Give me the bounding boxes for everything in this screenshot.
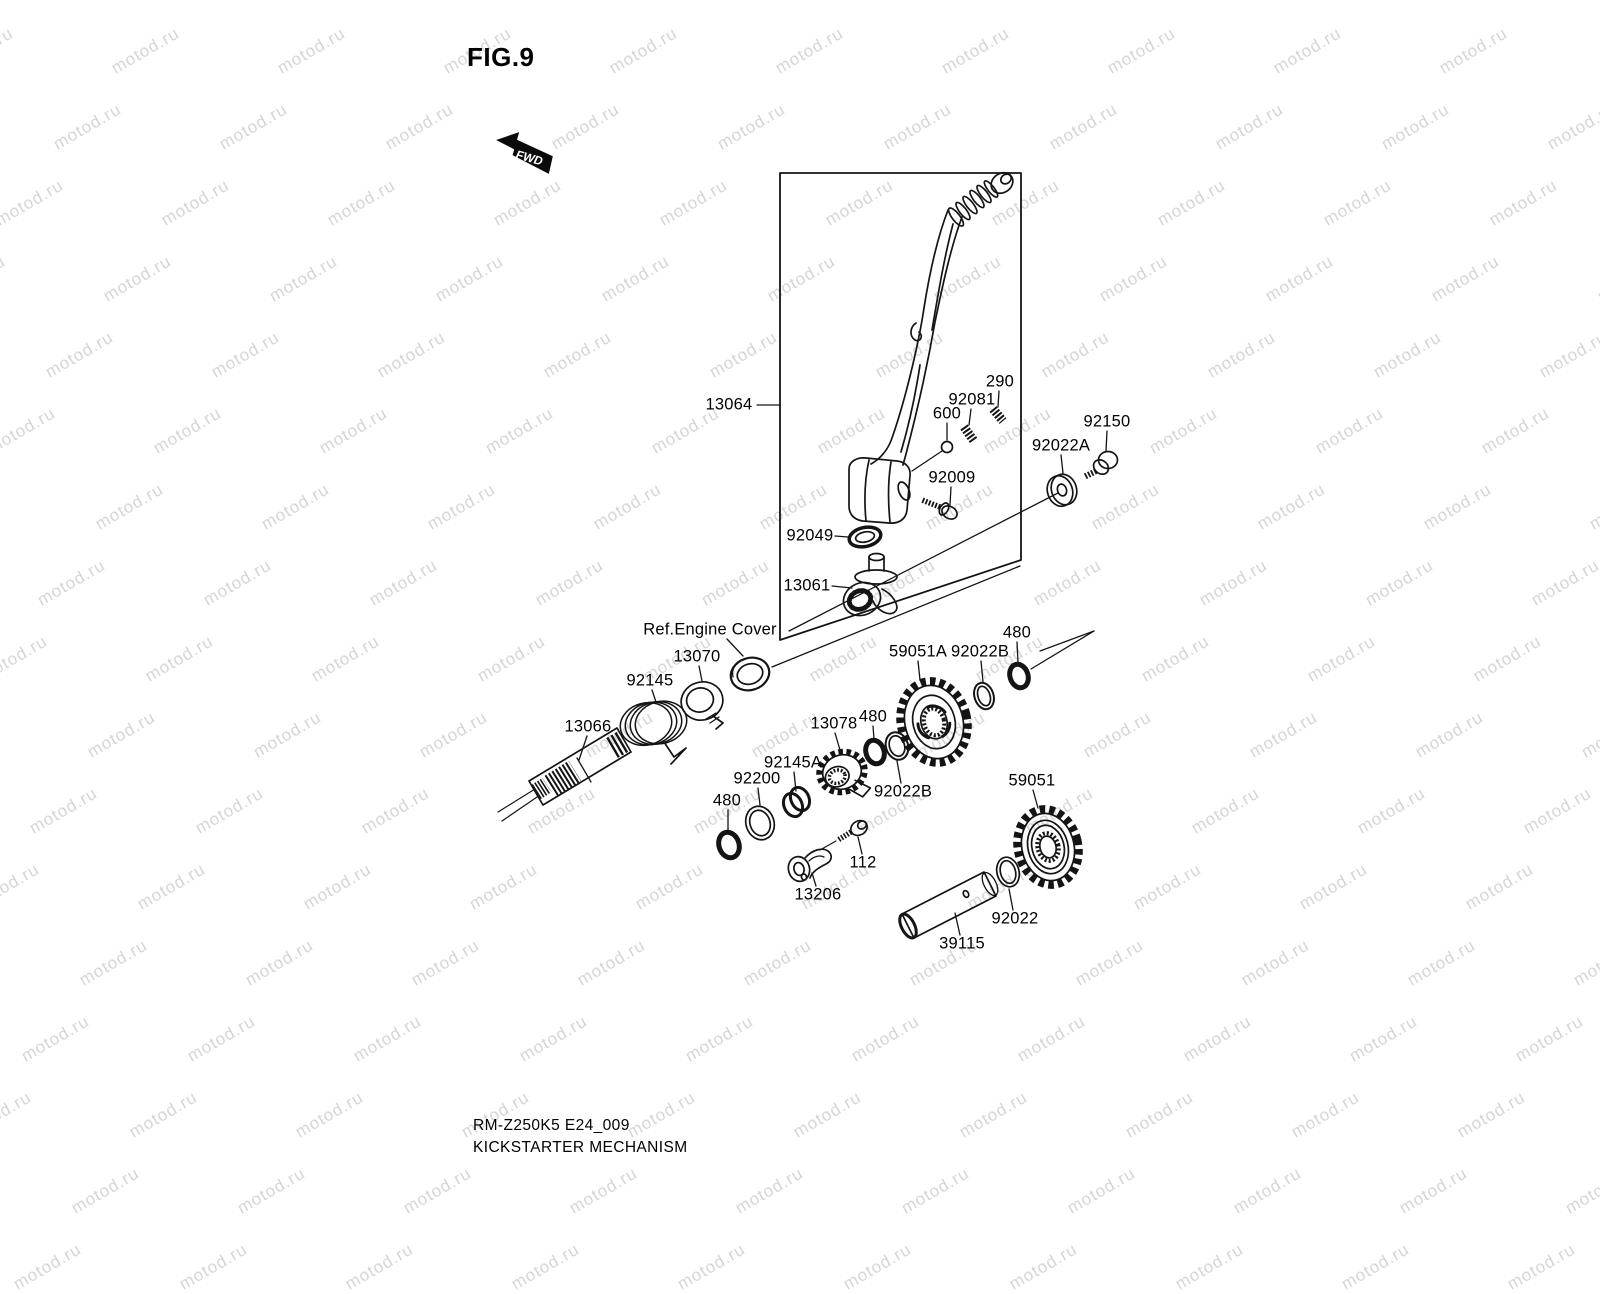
bolt-92009-drawing bbox=[921, 497, 958, 520]
washer-480-left-drawing bbox=[716, 829, 742, 861]
kick-boss-13061-drawing bbox=[842, 552, 898, 617]
circlip-92022B-lower-drawing bbox=[884, 731, 910, 761]
part-label-13070: 13070 bbox=[673, 647, 721, 666]
watermark-text: motod.ru bbox=[674, 1239, 749, 1294]
watermark-text: motod.ru bbox=[10, 1239, 85, 1294]
ball-600-drawing bbox=[911, 440, 954, 472]
part-label-59051: 59051 bbox=[1008, 771, 1056, 790]
part-label-39115: 39115 bbox=[939, 934, 985, 953]
figure-title: FIG.9 bbox=[467, 42, 535, 72]
washer-92022A-drawing bbox=[1046, 473, 1078, 508]
part-label-13066: 13066 bbox=[564, 717, 612, 736]
watermark-text: motod.ru bbox=[342, 1239, 417, 1294]
part-label-92081: 92081 bbox=[948, 390, 996, 409]
part-label-92009: 92009 bbox=[928, 468, 976, 487]
part-label-92022B-upper: 92022B bbox=[950, 642, 1010, 661]
leader-lines-long bbox=[771, 492, 1095, 670]
part-label-290: 290 bbox=[985, 372, 1015, 391]
ratchet-13078-drawing bbox=[816, 748, 872, 798]
guide-13206-drawing bbox=[787, 848, 832, 883]
part-label-92022B-lower: 92022B bbox=[873, 782, 933, 801]
spring-92081-drawing bbox=[960, 424, 978, 444]
kick-gear-59051-drawing bbox=[1013, 805, 1083, 889]
bolt-112-drawing bbox=[819, 819, 869, 851]
part-label-600: 600 bbox=[932, 404, 962, 423]
part-label-13078: 13078 bbox=[810, 714, 858, 733]
part-label-92022A: 92022A bbox=[1031, 436, 1091, 455]
bolt-92150-drawing bbox=[1082, 450, 1119, 480]
spring-290-drawing bbox=[989, 406, 1007, 424]
watermark-text: motod.ru bbox=[1338, 1239, 1413, 1294]
watermark-text: motod.ru bbox=[1172, 1239, 1247, 1294]
collar-39115-drawing bbox=[898, 871, 999, 940]
part-label-13064: 13064 bbox=[705, 395, 753, 414]
label-leader-lines bbox=[578, 390, 1108, 936]
washer-480-upper-drawing bbox=[1007, 661, 1031, 691]
circlip-92022B-upper-drawing bbox=[973, 681, 995, 711]
watermark-text: motod.ru bbox=[176, 1239, 251, 1294]
part-label-13206: 13206 bbox=[794, 885, 842, 904]
watermark-text: motod.ru bbox=[1504, 1239, 1579, 1294]
footer-figure-name: KICKSTARTER MECHANISM bbox=[473, 1139, 688, 1156]
footer-model-code: RM-Z250K5 E24_009 bbox=[473, 1117, 630, 1134]
idle-gear-59051A-drawing bbox=[896, 677, 972, 767]
part-label-480-upper: 480 bbox=[1002, 623, 1032, 642]
part-label-480-mid: 480 bbox=[858, 707, 888, 726]
fwd-arrow-icon: FWD bbox=[496, 132, 553, 174]
part-label-13061: 13061 bbox=[783, 576, 831, 595]
part-label-92022: 92022 bbox=[991, 909, 1039, 928]
part-label-92200: 92200 bbox=[733, 769, 781, 788]
kick-pedal-13064-drawing bbox=[848, 171, 1014, 524]
washer-92200-drawing bbox=[744, 805, 776, 841]
part-label-92145: 92145 bbox=[626, 671, 674, 690]
washer-92022-drawing bbox=[995, 856, 1021, 888]
part-label-59051A: 59051A bbox=[888, 642, 948, 661]
kickstarter-diagram: FWD bbox=[496, 132, 1119, 940]
washer-480-mid-drawing bbox=[863, 737, 887, 767]
bushing-13070-drawing bbox=[680, 681, 724, 730]
part-label-92150: 92150 bbox=[1083, 412, 1131, 431]
watermark-text: motod.ru bbox=[840, 1239, 915, 1294]
part-label-112: 112 bbox=[849, 853, 877, 872]
part-label-92049: 92049 bbox=[786, 526, 834, 545]
oring-92049-drawing bbox=[847, 525, 883, 549]
part-label-480-left: 480 bbox=[712, 791, 742, 810]
kick-shaft-13066-drawing bbox=[497, 727, 632, 822]
assembly-box bbox=[779, 172, 1022, 641]
watermark-text: motod.ru bbox=[508, 1239, 583, 1294]
part-label-ref-engine-cover: Ref.Engine Cover bbox=[643, 620, 777, 639]
watermark-text: motod.ru bbox=[1006, 1239, 1081, 1294]
engine-cover-seal-drawing bbox=[729, 656, 771, 692]
part-label-92145A: 92145A bbox=[763, 753, 823, 772]
